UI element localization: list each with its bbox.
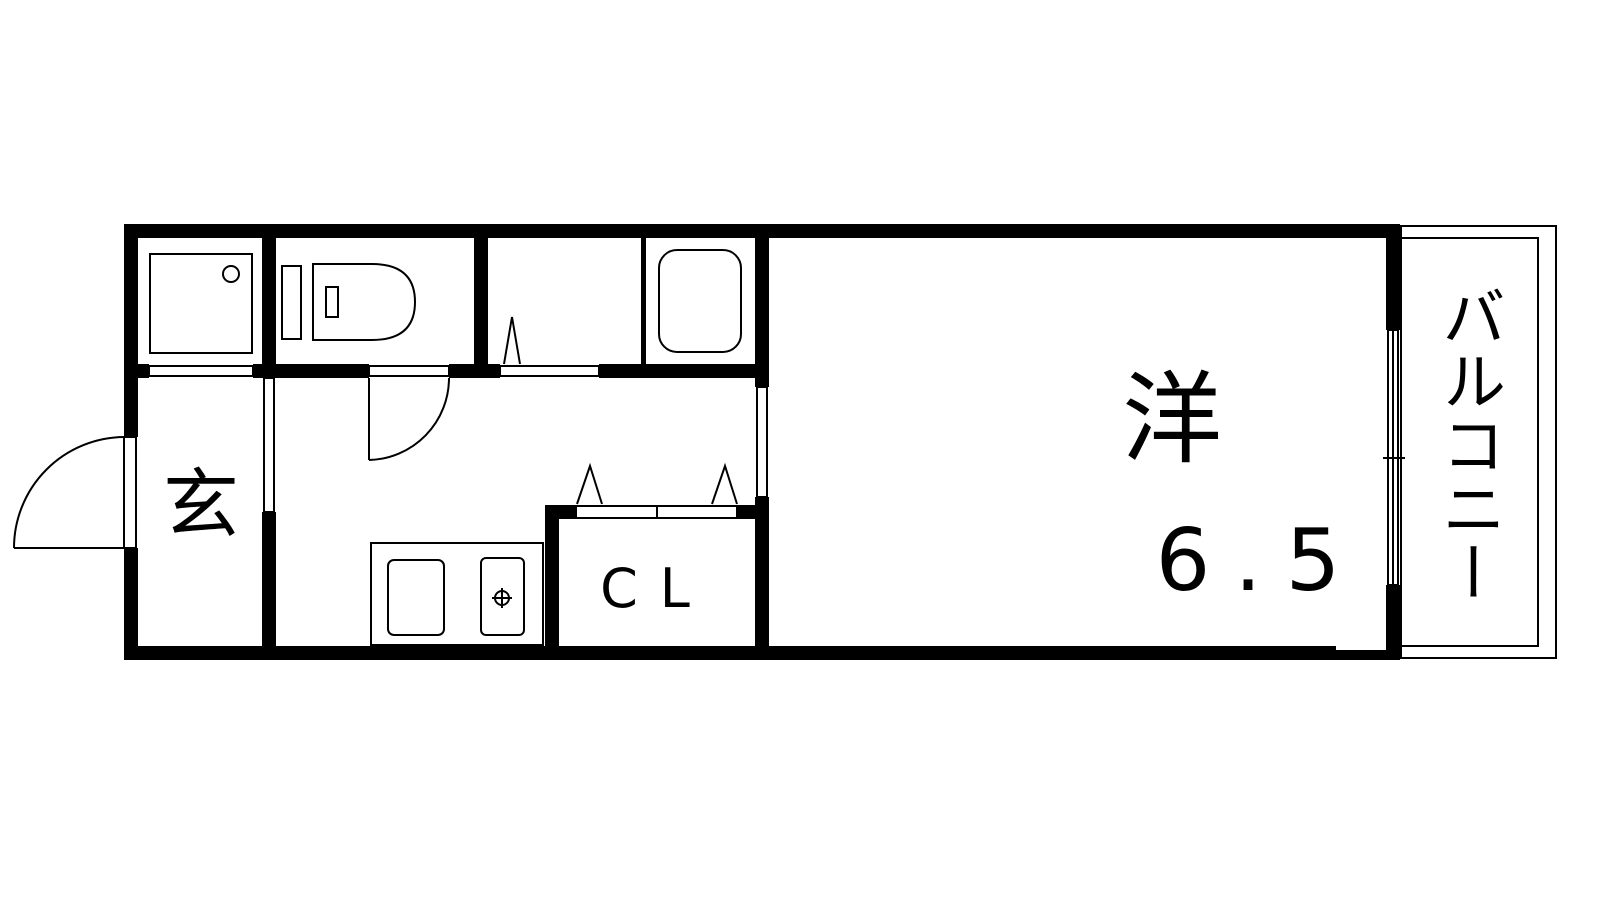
room-door: [756, 386, 768, 498]
balcony-window: [1383, 329, 1405, 586]
closet-label: CL: [600, 557, 712, 620]
western-room-label: 洋: [1122, 361, 1222, 478]
kitchen-counter: [370, 542, 544, 646]
washing-machine-icon: [658, 249, 742, 353]
balcony: [1400, 225, 1557, 659]
hall-sliding-door: [263, 377, 275, 513]
shoe-cabinet: [149, 253, 253, 354]
balcony-label: バルコニー: [1431, 284, 1505, 604]
sink-icon: [387, 559, 445, 636]
washroom-door: [499, 365, 600, 377]
closet-doors: [575, 462, 738, 519]
interior-walls: [124, 224, 769, 660]
entrance-label: 玄: [163, 460, 239, 549]
entrance-door: [13, 436, 137, 549]
toilet-door: [368, 365, 450, 461]
vanity-icon: [503, 316, 521, 365]
western-room-size: 6.5: [1156, 511, 1365, 611]
outer-walls: [124, 224, 1400, 660]
toilet-icon: [281, 263, 417, 341]
shoe-cabinet-door: [148, 365, 254, 377]
